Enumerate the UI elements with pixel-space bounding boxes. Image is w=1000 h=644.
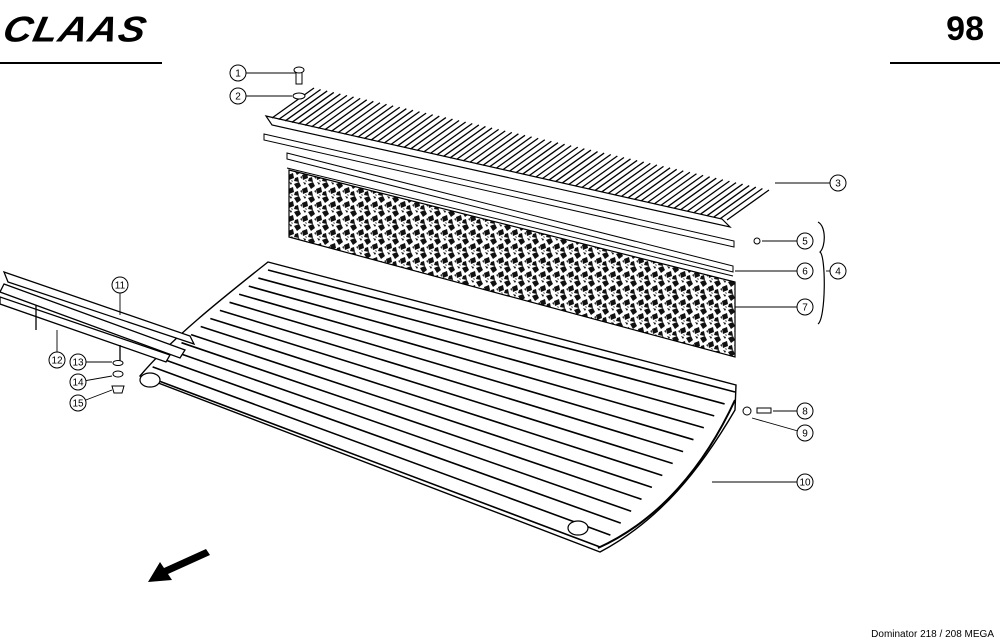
callout-4: 4 xyxy=(829,262,847,280)
callout-6: 6 xyxy=(796,262,814,280)
callout-label: 13 xyxy=(72,358,84,369)
callout-label: 7 xyxy=(802,303,808,314)
callout-12: 12 xyxy=(48,351,66,369)
header-rule-left xyxy=(0,62,162,64)
callout-11: 11 xyxy=(111,276,129,294)
callout-10: 10 xyxy=(796,473,814,491)
cover-plate xyxy=(288,169,736,358)
callout-label: 9 xyxy=(802,429,808,440)
page-number: 98 xyxy=(946,10,984,48)
arrow-down-left-icon xyxy=(148,549,210,582)
concave-grate xyxy=(138,261,737,553)
callout-label: 10 xyxy=(799,478,811,489)
callout-5: 5 xyxy=(796,232,814,250)
callout-label: 3 xyxy=(835,179,841,190)
callout-3: 3 xyxy=(829,174,847,192)
callout-9: 9 xyxy=(796,424,814,442)
callout-label: 15 xyxy=(72,399,84,410)
callout-label: 8 xyxy=(802,407,808,418)
callout-label: 11 xyxy=(115,281,126,292)
callout-8: 8 xyxy=(796,402,814,420)
callout-label: 14 xyxy=(72,378,84,389)
callout-label: 1 xyxy=(235,69,241,80)
callout-1: 1 xyxy=(229,64,247,82)
callout-label: 5 xyxy=(802,237,808,248)
model-caption: Dominator 218 / 208 MEGA xyxy=(871,629,994,640)
callout-label: 4 xyxy=(835,267,841,278)
header-rule-right xyxy=(890,62,1000,64)
callout-label: 2 xyxy=(235,92,241,103)
callout-7: 7 xyxy=(796,298,814,316)
callout-15: 15 xyxy=(69,394,87,412)
callout-13: 13 xyxy=(69,353,87,371)
callout-2: 2 xyxy=(229,87,247,105)
fasteners xyxy=(111,66,772,416)
comb-plate xyxy=(264,87,770,229)
clamp-strip xyxy=(263,133,735,277)
callout-label: 6 xyxy=(802,267,808,278)
callout-label: 12 xyxy=(51,356,63,367)
rod-assembly xyxy=(0,270,196,365)
callout-14: 14 xyxy=(69,373,87,391)
group-bracket xyxy=(817,221,825,325)
